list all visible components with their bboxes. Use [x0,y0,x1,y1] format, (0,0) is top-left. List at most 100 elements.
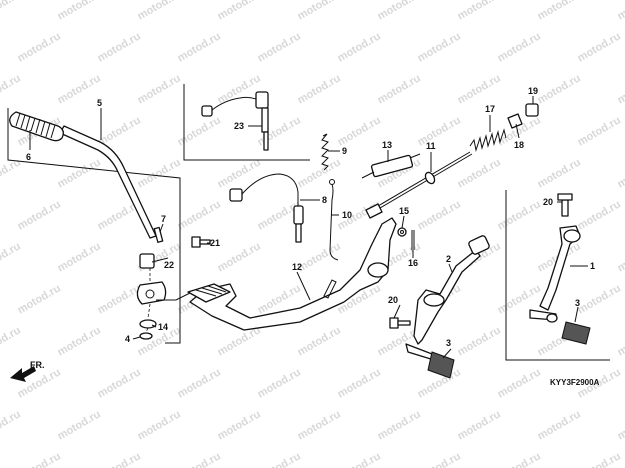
watermark-text: motod.ru [256,366,303,400]
watermark-text: motod.ru [536,0,583,23]
watermark-text: motod.ru [136,72,183,106]
callout-4: 4 [125,334,130,344]
watermark-text: motod.ru [16,198,63,232]
watermark-text: motod.ru [416,114,463,148]
watermark-text: motod.ru [456,0,503,23]
watermark-text: motod.ru [576,198,623,232]
watermark-text: motod.ru [576,282,623,316]
callout-16: 16 [408,258,418,268]
bolt [191,236,211,248]
watermark-text: motod.ru [56,324,103,358]
watermark-text: motod.ru [176,198,223,232]
kick-lever-assembly [9,111,211,340]
watermark-text: motod.ru [216,240,263,274]
gearshift-pedal-1 [529,193,591,345]
watermark-text: motod.ru [456,156,503,190]
watermark-text: motod.ru [176,114,223,148]
watermark-text: motod.ru [56,72,103,106]
watermark-text: motod.ru [616,156,625,190]
callout-21: 21 [210,238,220,248]
watermark-text: motod.ru [16,366,63,400]
direction-label: FR. [30,360,45,370]
grip-rubber [9,111,64,142]
callout-layer: 1 2 3 3 4 5 6 7 8 9 10 11 12 13 14 15 16… [26,86,595,359]
watermark-text: motod.ru [296,72,343,106]
watermark-text: motod.ru [616,240,625,274]
watermark-text: motod.ru [616,72,625,106]
callout-22: 22 [164,260,174,270]
watermark-text: motod.ru [496,450,543,468]
watermark-text: motod.ru [416,30,463,64]
callout-14: 14 [158,322,168,332]
watermark-text: motod.ru [336,366,383,400]
callout-3: 3 [446,338,451,348]
watermark-text: motod.ru [136,0,183,23]
watermark-text: motod.ru [576,450,623,468]
watermark-text: motod.ru [296,408,343,442]
gearshift-pedal-2 [389,235,490,379]
watermark-text: motod.ru [216,408,263,442]
watermark-text: motod.ru [496,366,543,400]
callout-1: 1 [590,261,595,271]
watermark-text: motod.ru [216,0,263,23]
watermark-text: motod.ru [176,30,223,64]
brake-pedal-12 [187,217,397,331]
watermark-text: motod.ru [0,0,23,23]
watermark-text: motod.ru [616,408,625,442]
watermark-text: motod.ru [16,282,63,316]
callout-18: 18 [514,140,524,150]
watermark-text: motod.ru [616,324,625,358]
callout-17: 17 [485,104,495,114]
watermark-text: motod.ru [536,72,583,106]
callout-19: 19 [528,86,538,96]
watermark-text: motod.ru [456,408,503,442]
watermark-text: motod.ru [176,366,223,400]
callout-20: 20 [388,295,398,305]
switch-cable-23 [201,91,269,151]
watermark-text: motod.ru [0,240,23,274]
callout-23: 23 [234,121,244,131]
watermark-text: motod.ru [56,156,103,190]
watermark-text: motod.ru [56,0,103,23]
watermark-text: motod.ru [496,198,543,232]
watermark-text: motod.ru [256,450,303,468]
watermark-text: motod.ru [56,408,103,442]
callout-3: 3 [575,298,580,308]
watermark-text: motod.ru [536,156,583,190]
watermark-text: motod.ru [296,0,343,23]
watermark-text: motod.ru [576,114,623,148]
watermark-text: motod.ru [456,72,503,106]
rod-11 [365,151,473,219]
watermark-text: motod.ru [176,450,223,468]
watermark-text: motod.ru [336,30,383,64]
watermark-text: motod.ru [336,114,383,148]
callout-12: 12 [292,262,302,272]
callout-6: 6 [26,152,31,162]
spring-17 [469,128,507,152]
watermark-text: motod.ru [96,30,143,64]
callout-13: 13 [382,140,392,150]
spring-9 [321,133,329,171]
watermark-text: motod.ru [376,0,423,23]
watermark-text: motod.ru [136,156,183,190]
watermark-text: motod.ru [456,324,503,358]
watermark-text: motod.ru [616,0,625,23]
watermark-text: motod.ru [216,156,263,190]
watermark-text: motod.ru [56,240,103,274]
callout-10: 10 [342,210,352,220]
watermark-text: motod.ru [136,408,183,442]
watermark-text: motod.ru [496,30,543,64]
watermark-text: motod.ru [296,156,343,190]
diagram-code: KYY3F2900A [550,378,600,387]
callout-8: 8 [322,195,327,205]
watermark-text: motod.ru [376,408,423,442]
watermark-text: motod.ru [416,450,463,468]
watermark-text: motod.ru [416,198,463,232]
watermark-text: motod.ru [336,450,383,468]
watermark-text: motod.ru [96,282,143,316]
callout-15: 15 [399,206,409,216]
watermark-text: motod.ru [16,450,63,468]
watermark-text: motod.ru [376,72,423,106]
